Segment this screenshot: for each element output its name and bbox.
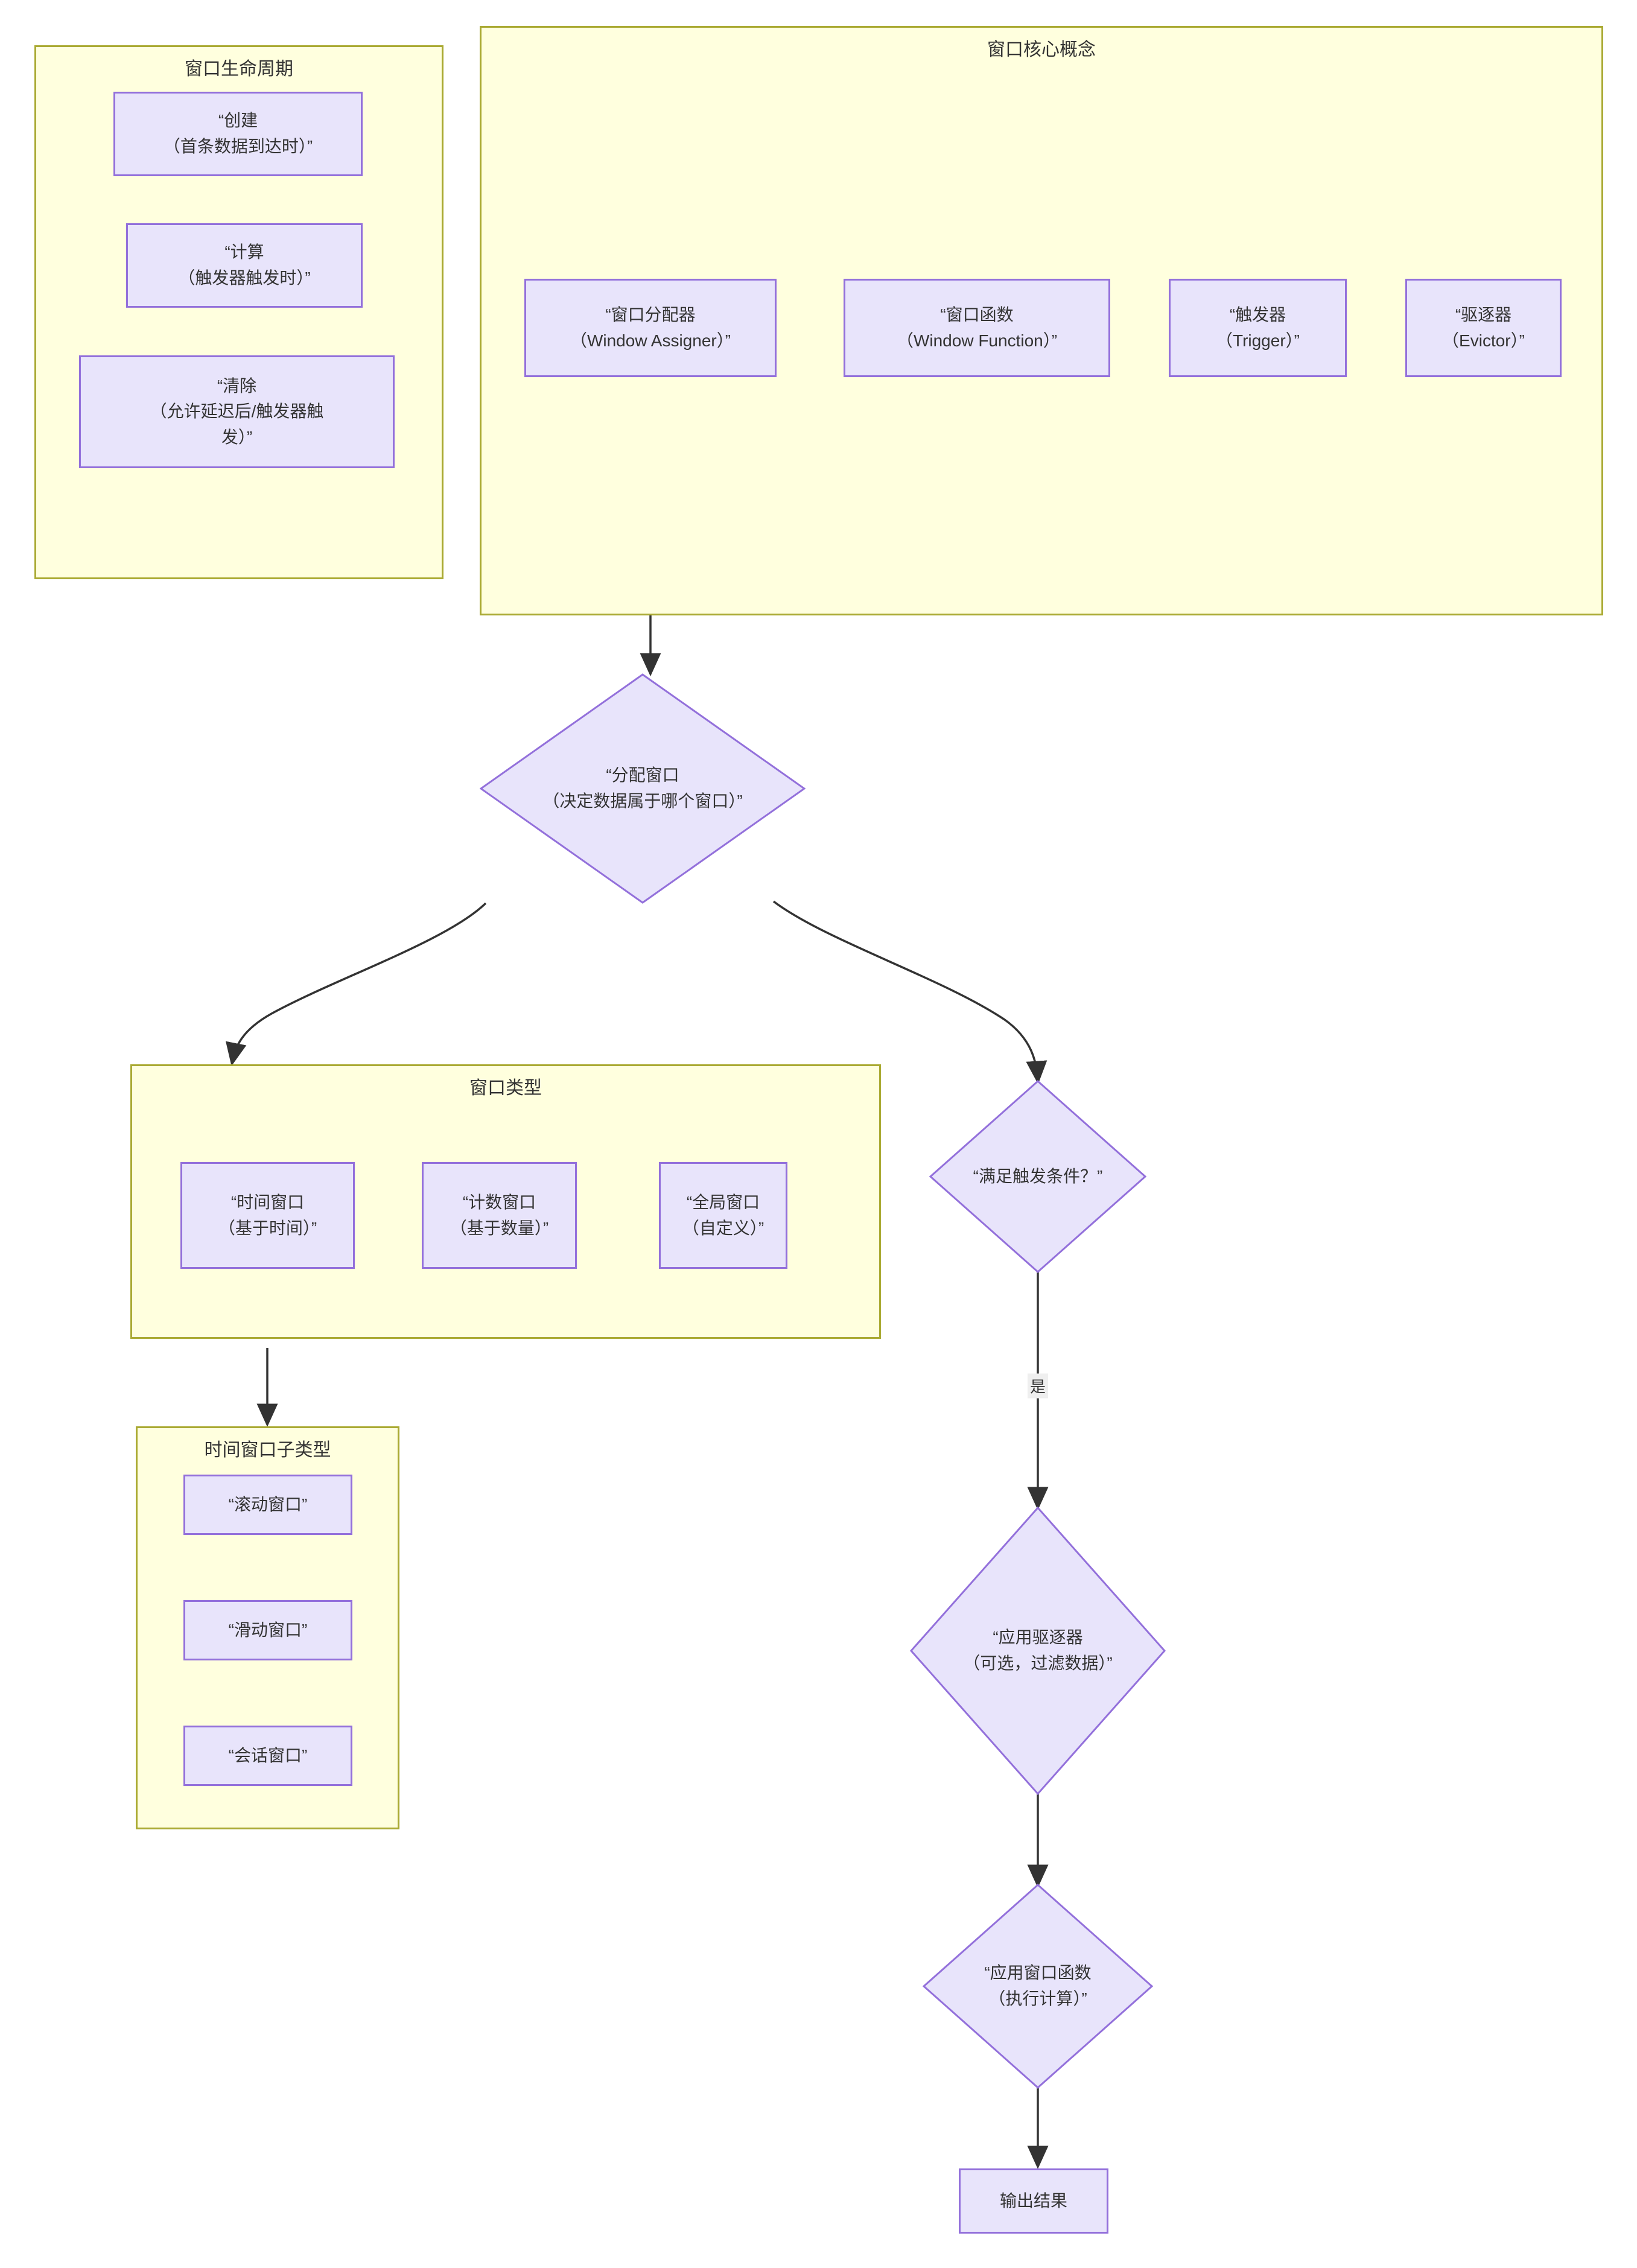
node-trigger[interactable]: “触发器 （Trigger）” xyxy=(1169,279,1347,377)
apply-window-function-diamond-shape xyxy=(923,1884,1153,2089)
node-compute[interactable]: “计算 （触发器触发时）” xyxy=(126,223,363,308)
node-output-result[interactable]: 输出结果 xyxy=(959,2168,1108,2234)
apply-evictor-diamond-shape xyxy=(910,1507,1166,1795)
node-window-assigner[interactable]: “窗口分配器 （Window Assigner）” xyxy=(524,279,777,377)
node-clear[interactable]: “清除 （允许延迟后/触发器触 发）” xyxy=(79,355,395,468)
subgraph-window-types-title: 窗口类型 xyxy=(469,1078,542,1098)
node-trigger-condition[interactable]: “满足触发条件？” xyxy=(929,1080,1146,1273)
edge-assign-to-window-types xyxy=(226,902,487,1066)
node-session-window[interactable]: “会话窗口” xyxy=(183,1726,352,1786)
subgraph-lifecycle-title: 窗口生命周期 xyxy=(185,59,293,79)
subgraph-time-window-subtypes-title: 时间窗口子类型 xyxy=(204,1440,331,1460)
node-tumbling-window[interactable]: “滚动窗口” xyxy=(183,1475,352,1535)
node-sliding-window[interactable]: “滑动窗口” xyxy=(183,1600,352,1660)
node-apply-evictor[interactable]: “应用驱逐器 （可选，过滤数据）” xyxy=(910,1507,1166,1795)
node-create[interactable]: “创建 （首条数据到达时）” xyxy=(113,92,363,176)
trigger-condition-diamond-shape xyxy=(929,1080,1146,1273)
subgraph-core-concepts-title: 窗口核心概念 xyxy=(987,40,1096,60)
node-window-function[interactable]: “窗口函数 （Window Function）” xyxy=(844,279,1110,377)
node-apply-window-function[interactable]: “应用窗口函数 （执行计算）” xyxy=(923,1884,1153,2089)
edge-assign-to-trigger-cond xyxy=(772,900,1047,1084)
edge-label-yes: 是 xyxy=(1027,1373,1049,1399)
node-count-window[interactable]: “计数窗口 （基于数量）” xyxy=(422,1162,577,1269)
node-global-window[interactable]: “全局窗口 （自定义）” xyxy=(659,1162,787,1269)
node-evictor[interactable]: “驱逐器 （Evictor）” xyxy=(1405,279,1562,377)
assign-window-diamond-shape xyxy=(480,673,806,904)
node-assign-window[interactable]: “分配窗口 （决定数据属于哪个窗口）” xyxy=(480,673,806,904)
node-time-window[interactable]: “时间窗口 （基于时间）” xyxy=(180,1162,355,1269)
